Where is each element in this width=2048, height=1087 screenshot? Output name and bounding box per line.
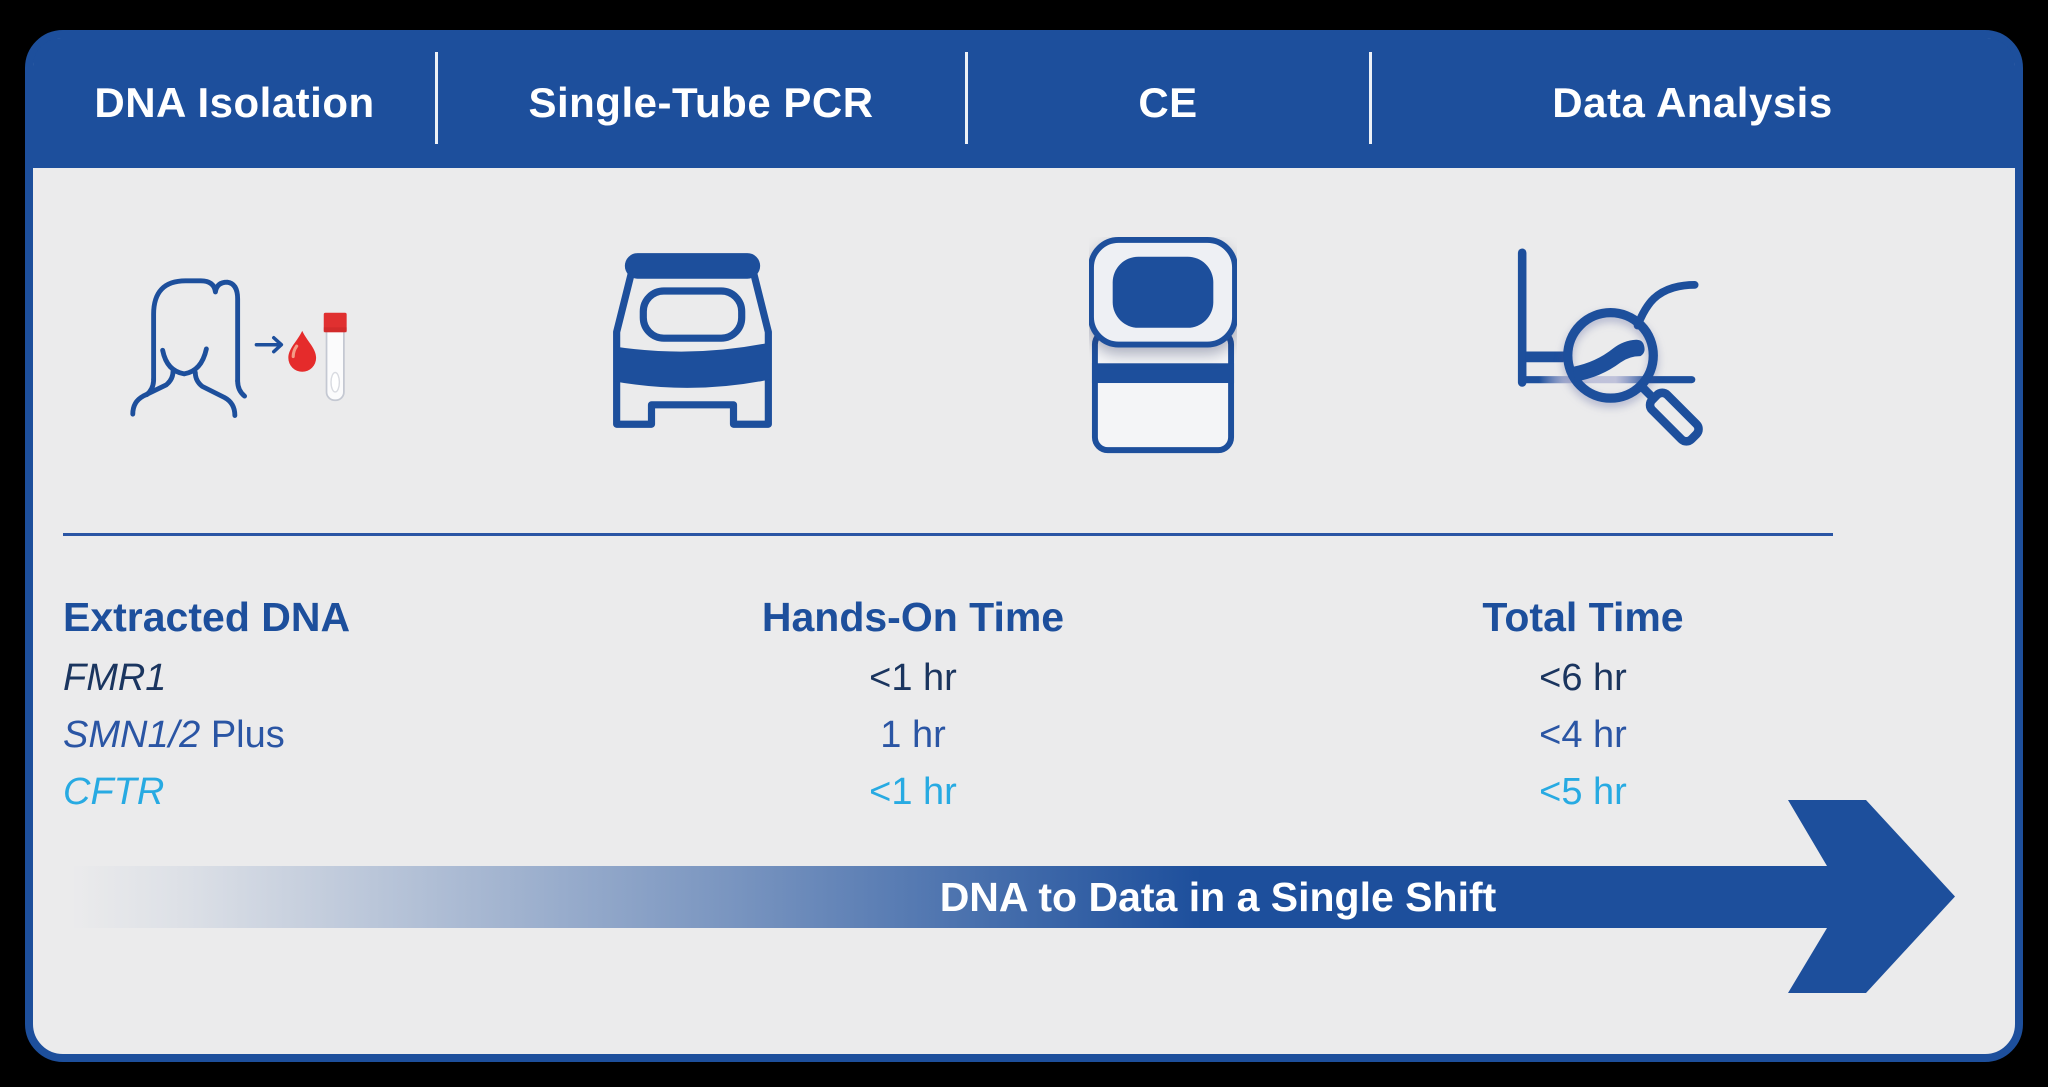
column-header: Hands-On Time <box>761 594 1065 640</box>
hands-on-value: <1 hr <box>869 771 957 813</box>
step-label: DNA Isolation <box>94 79 375 126</box>
blood-draw-icon <box>105 260 355 423</box>
column-hands-on-time: Hands-On Time <1 hr 1 hr <1 hr <box>603 590 1223 821</box>
thermal-cycler-icon <box>590 250 795 445</box>
hands-on-value: 1 hr <box>880 714 946 756</box>
assay-name: FMR1 <box>63 657 167 699</box>
column-header: Extracted DNA <box>63 594 351 640</box>
assay-name: CFTR <box>63 771 165 813</box>
blood-drop-glyph <box>288 330 317 372</box>
column-extracted-dna: Extracted DNA FMR1 SMN1/2 Plus CFTR <box>63 590 623 821</box>
table-divider-line <box>63 533 1833 536</box>
step-dna-isolation: DNA Isolation <box>33 38 436 168</box>
data-analysis-icon <box>1478 240 1706 448</box>
workflow-card: DNA Isolation Single-Tube PCR CE Data An… <box>25 30 2023 1062</box>
arrow-right-glyph <box>254 336 284 354</box>
step-ce: CE <box>966 38 1370 168</box>
total-time-value: <6 hr <box>1539 657 1627 699</box>
header-divider <box>435 52 438 144</box>
ce-instrument-icon <box>1089 237 1237 456</box>
hands-on-value: <1 hr <box>869 657 957 699</box>
step-single-tube-pcr: Single-Tube PCR <box>436 38 966 168</box>
step-data-analysis: Data Analysis <box>1370 38 2015 168</box>
column-total-time: Total Time <6 hr <4 hr <5 hr <box>1263 590 1903 821</box>
total-time-value: <5 hr <box>1539 771 1627 813</box>
assay-name: SMN1/2 Plus <box>63 714 285 756</box>
header-divider <box>1369 52 1372 144</box>
step-label: CE <box>1138 79 1198 126</box>
header-divider <box>965 52 968 144</box>
step-label: Single-Tube PCR <box>528 79 874 126</box>
total-time-value: <4 hr <box>1539 714 1627 756</box>
step-label: Data Analysis <box>1552 79 1833 126</box>
blood-tube-glyph <box>323 312 347 402</box>
workflow-steps-header: DNA Isolation Single-Tube PCR CE Data An… <box>33 38 2015 168</box>
column-header: Total Time <box>1482 594 1684 640</box>
timeline-arrow-label: DNA to Data in a Single Shift <box>939 874 1497 920</box>
